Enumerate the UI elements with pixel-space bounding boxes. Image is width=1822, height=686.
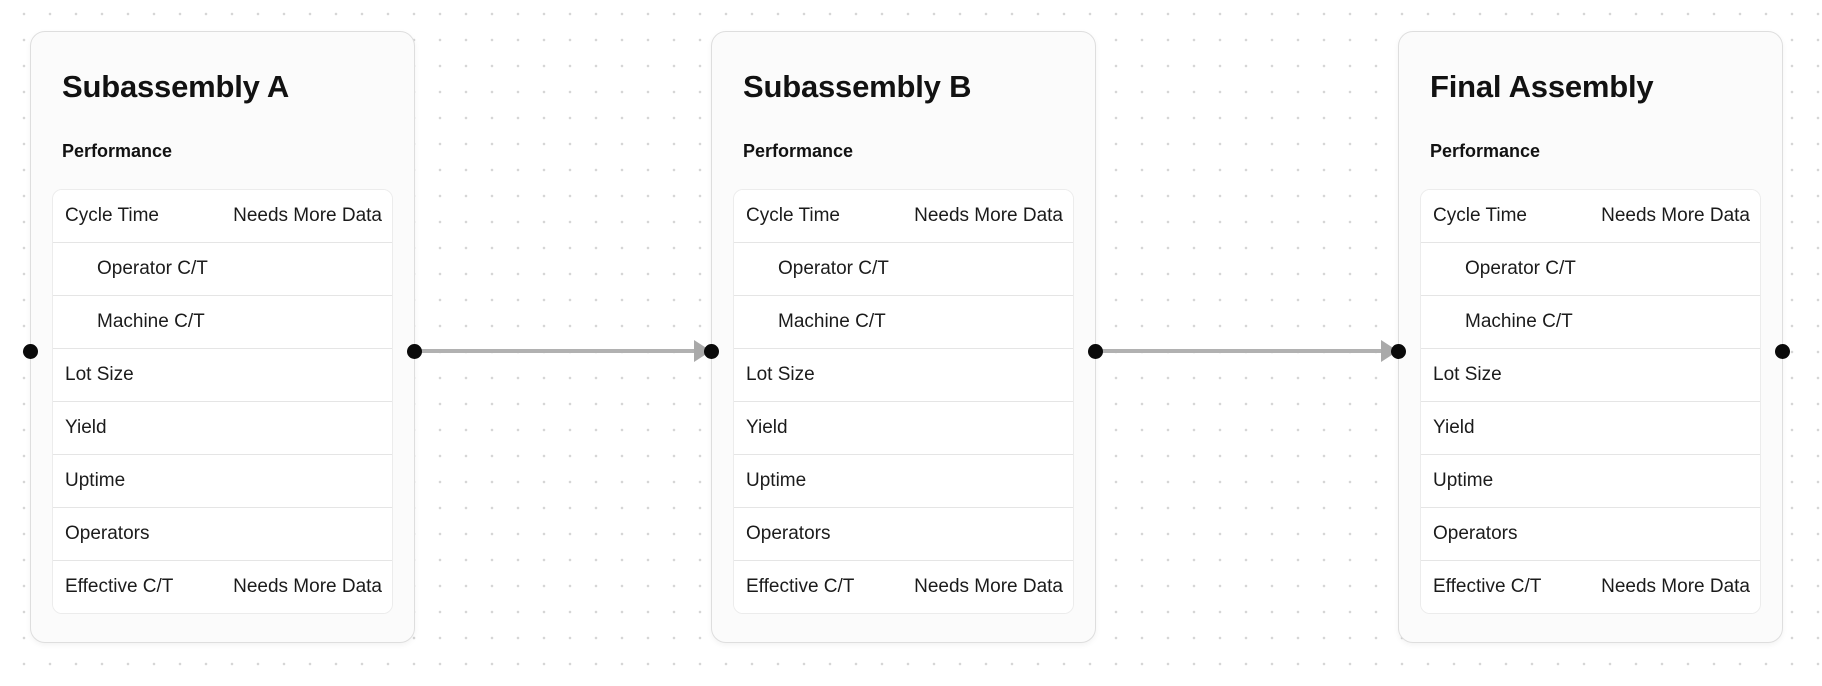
- metric-label: Effective C/T: [1433, 576, 1542, 597]
- metric-label: Lot Size: [1433, 364, 1502, 385]
- metric-label: Cycle Time: [746, 205, 840, 226]
- performance-section-label: Performance: [743, 141, 854, 161]
- performance-section-label: Performance: [1430, 141, 1541, 161]
- source-handle[interactable]: [1775, 344, 1790, 359]
- metric-label: Lot Size: [65, 364, 134, 385]
- performance-row: Lot Size: [1421, 348, 1760, 401]
- performance-row: Operators: [53, 507, 392, 560]
- source-handle[interactable]: [407, 344, 422, 359]
- target-handle[interactable]: [704, 344, 719, 359]
- performance-row: Operator C/T: [1421, 242, 1760, 295]
- metric-value: Needs More Data: [233, 576, 382, 597]
- metric-label: Yield: [65, 417, 107, 438]
- metric-label: Uptime: [746, 470, 807, 491]
- metric-label: Uptime: [1433, 470, 1494, 491]
- performance-row: Yield: [1421, 401, 1760, 454]
- performance-row: Effective C/T Needs More Data: [734, 560, 1073, 613]
- metric-label: Effective C/T: [65, 576, 174, 597]
- performance-table: Cycle Time Needs More Data Operator C/T …: [1420, 189, 1761, 614]
- metric-value: Needs More Data: [914, 205, 1063, 226]
- metric-label: Machine C/T: [97, 311, 205, 332]
- performance-row: Effective C/T Needs More Data: [53, 560, 392, 613]
- metric-value: Needs More Data: [914, 576, 1063, 597]
- metric-label: Operator C/T: [1465, 258, 1576, 279]
- node-title: Subassembly A: [62, 69, 290, 104]
- edge-subassembly-a-to-b[interactable]: [419, 349, 696, 353]
- metric-label: Cycle Time: [65, 205, 159, 226]
- performance-row: Lot Size: [734, 348, 1073, 401]
- performance-row: Machine C/T: [734, 295, 1073, 348]
- performance-row: Operators: [1421, 507, 1760, 560]
- performance-row: Lot Size: [53, 348, 392, 401]
- performance-section-label: Performance: [62, 141, 173, 161]
- metric-value: Needs More Data: [1601, 205, 1750, 226]
- metric-label: Lot Size: [746, 364, 815, 385]
- metric-value: Needs More Data: [1601, 576, 1750, 597]
- performance-row: Operator C/T: [734, 242, 1073, 295]
- node-subassembly-a[interactable]: Subassembly A Performance Cycle Time Nee…: [23, 31, 422, 643]
- metric-value: Needs More Data: [233, 205, 382, 226]
- performance-row: Yield: [53, 401, 392, 454]
- metric-label: Effective C/T: [746, 576, 855, 597]
- node-title: Final Assembly: [1430, 69, 1654, 104]
- performance-row: Cycle Time Needs More Data: [1421, 190, 1760, 242]
- performance-row: Uptime: [1421, 454, 1760, 507]
- metric-label: Machine C/T: [1465, 311, 1573, 332]
- performance-row: Yield: [734, 401, 1073, 454]
- performance-table: Cycle Time Needs More Data Operator C/T …: [52, 189, 393, 614]
- metric-label: Operators: [746, 523, 831, 544]
- performance-row: Cycle Time Needs More Data: [53, 190, 392, 242]
- node-final-assembly[interactable]: Final Assembly Performance Cycle Time Ne…: [1391, 31, 1790, 643]
- metric-label: Yield: [1433, 417, 1475, 438]
- metric-label: Operator C/T: [778, 258, 889, 279]
- target-handle[interactable]: [1391, 344, 1406, 359]
- performance-row: Uptime: [53, 454, 392, 507]
- target-handle[interactable]: [23, 344, 38, 359]
- metric-label: Uptime: [65, 470, 126, 491]
- metric-label: Cycle Time: [1433, 205, 1527, 226]
- metric-label: Operator C/T: [97, 258, 208, 279]
- performance-row: Effective C/T Needs More Data: [1421, 560, 1760, 613]
- performance-row: Operator C/T: [53, 242, 392, 295]
- performance-row: Uptime: [734, 454, 1073, 507]
- source-handle[interactable]: [1088, 344, 1103, 359]
- metric-label: Operators: [1433, 523, 1518, 544]
- performance-row: Machine C/T: [53, 295, 392, 348]
- node-title: Subassembly B: [743, 69, 972, 104]
- performance-row: Machine C/T: [1421, 295, 1760, 348]
- performance-table: Cycle Time Needs More Data Operator C/T …: [733, 189, 1074, 614]
- performance-row: Cycle Time Needs More Data: [734, 190, 1073, 242]
- node-subassembly-b[interactable]: Subassembly B Performance Cycle Time Nee…: [704, 31, 1103, 643]
- metric-label: Machine C/T: [778, 311, 886, 332]
- metric-label: Operators: [65, 523, 150, 544]
- metric-label: Yield: [746, 417, 788, 438]
- performance-row: Operators: [734, 507, 1073, 560]
- edge-subassembly-b-to-final-assembly[interactable]: [1101, 349, 1382, 353]
